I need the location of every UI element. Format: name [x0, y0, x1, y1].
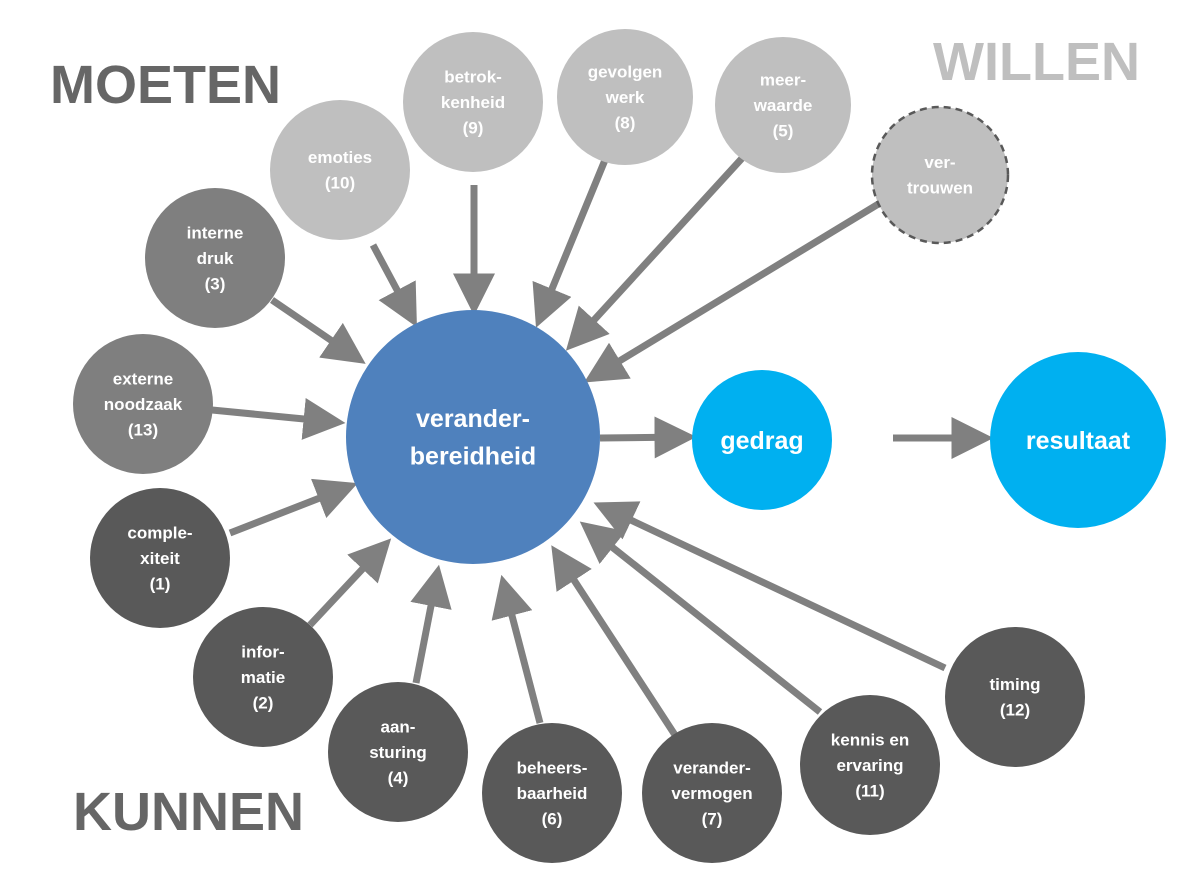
factor-node-label-line: (7): [702, 809, 723, 828]
arrows: [211, 152, 994, 737]
factor-node-circle: [145, 188, 285, 328]
center-node-veranderbereidheid-label-line: bereidheid: [410, 443, 536, 471]
factor-node-circle: [73, 334, 213, 474]
outcome-node-resultaat: resultaat: [990, 352, 1166, 528]
factor-node-label-line: (1): [150, 574, 171, 593]
factor-node-label-line: (8): [615, 113, 636, 132]
factor-node-label-line: externe: [113, 369, 173, 388]
arrow-factor-11: [551, 545, 678, 737]
outcome-node-resultaat-label-line: resultaat: [1026, 427, 1131, 455]
factor-node-label-line: verander-: [673, 758, 750, 777]
factor-node-label-line: meer-: [760, 70, 806, 89]
factor-node-label-line: kenheid: [441, 93, 505, 112]
factor-node-label-line: werk: [605, 88, 645, 107]
factor-node-label-line: druk: [197, 249, 234, 268]
factor-node: verander-vermogen (7): [642, 723, 782, 863]
factor-node-label-line: interne: [187, 223, 244, 242]
factor-node-label-line: emoties: [308, 148, 372, 167]
factor-node-circle: [90, 488, 230, 628]
factor-node-label-line: (10): [325, 174, 355, 193]
factor-node-label-line: ervaring: [836, 756, 903, 775]
factor-node: gevolgen werk (8): [557, 29, 693, 165]
factor-node: ver-trouwen: [870, 105, 1010, 245]
heading-kunnen: KUNNEN: [73, 782, 304, 842]
factor-node: timing (12): [945, 627, 1085, 767]
factor-node: externe noodzaak (13): [73, 334, 213, 474]
arrow-factor-3: [565, 152, 748, 351]
factor-node: emoties (10): [270, 100, 410, 240]
center-node-veranderbereidheid-label-line: verander-: [416, 405, 530, 433]
factor-node-label-line: waarde: [753, 96, 813, 115]
factor-node-circle: [642, 723, 782, 863]
arrow-factor-10: [491, 574, 544, 724]
factor-node-label-line: infor-: [241, 642, 284, 661]
factor-node-circle: [557, 29, 693, 165]
factor-node: betrok-kenheid (9): [403, 32, 543, 172]
factor-node-label-line: (11): [855, 781, 884, 800]
factor-node-label-line: comple-: [127, 523, 192, 542]
factor-node-label-line: matie: [241, 668, 285, 687]
arrow-factor-4: [584, 197, 887, 383]
factor-node-circle: [328, 682, 468, 822]
factor-node-circle: [482, 723, 622, 863]
arrow-factor-5: [270, 297, 366, 364]
factor-node-label-line: betrok-: [444, 67, 502, 86]
arrow-factor-6: [211, 398, 346, 440]
factor-node-label-line: noodzaak: [104, 395, 183, 414]
factor-node-label-line: xiteit: [140, 549, 180, 568]
factor-node-label-line: gevolgen: [588, 62, 663, 81]
factor-node-circle: [403, 32, 543, 172]
arrow-factor-9: [410, 564, 452, 684]
factor-node-circle: [800, 695, 940, 835]
heading-willen: WILLEN: [933, 32, 1140, 92]
factor-node-label-line: (12): [1000, 701, 1030, 720]
outcome-node-gedrag-circle: [692, 370, 832, 510]
factor-node: kennis en ervaring (11): [800, 695, 940, 835]
heading-moeten: MOETEN: [50, 55, 281, 115]
arrow-factor-0: [369, 243, 417, 328]
factor-node-label-line: baarheid: [517, 784, 588, 803]
outcome-node-gedrag: gedrag: [692, 370, 832, 510]
factor-node: beheers-baarheid (6): [482, 723, 622, 863]
factor-node: interne druk (3): [145, 188, 285, 328]
arrow-factor-2: [532, 158, 609, 328]
arrow-factor-7: [228, 478, 358, 537]
nodes: emoties (10) betrok-kenheid (9) gevolgen werk…: [73, 29, 1166, 863]
factor-node-label-line: (4): [388, 768, 409, 787]
factor-node-label-line: kennis en: [831, 730, 909, 749]
factor-node-label-line: timing: [990, 675, 1041, 694]
factor-node-label-line: (2): [253, 693, 274, 712]
factor-node-label-line: vermogen: [671, 784, 752, 803]
factor-node: infor-matie (2): [193, 607, 333, 747]
outcome-node-gedrag-label-line: gedrag: [720, 427, 803, 455]
factor-node-label-line: (6): [542, 809, 563, 828]
factor-node-label-line: (3): [205, 274, 226, 293]
factor-node-circle: [270, 100, 410, 240]
factor-node: meer-waarde (5): [715, 37, 851, 173]
factor-node: aan-sturing (4): [328, 682, 468, 822]
arrow-factor-12: [579, 521, 823, 715]
factor-node-circle: [715, 37, 851, 173]
arrow-to-gedrag: [599, 416, 697, 459]
factor-node-label-line: beheers-: [517, 758, 588, 777]
factor-node-circle: [193, 607, 333, 747]
factor-node-label-line: (9): [463, 118, 484, 137]
factor-node-circle: [945, 627, 1085, 767]
factor-node-label-line: ver-: [924, 153, 955, 172]
factor-node-label-line: (5): [773, 121, 794, 140]
factor-node-circle: [870, 105, 1010, 245]
center-node-veranderbereidheid-circle: [346, 310, 600, 564]
factor-node: comple-xiteit (1): [90, 488, 230, 628]
center-node-veranderbereidheid: verander-bereidheid: [346, 310, 600, 564]
factor-node-label-line: sturing: [369, 743, 427, 762]
arrow-factor-8: [307, 538, 392, 628]
factor-node-label-line: (13): [128, 420, 158, 439]
factor-node-label-line: trouwen: [907, 179, 973, 198]
factor-node-label-line: aan-: [381, 717, 416, 736]
arrow-factor-13: [593, 501, 947, 672]
outcome-node-resultaat-circle: [990, 352, 1166, 528]
